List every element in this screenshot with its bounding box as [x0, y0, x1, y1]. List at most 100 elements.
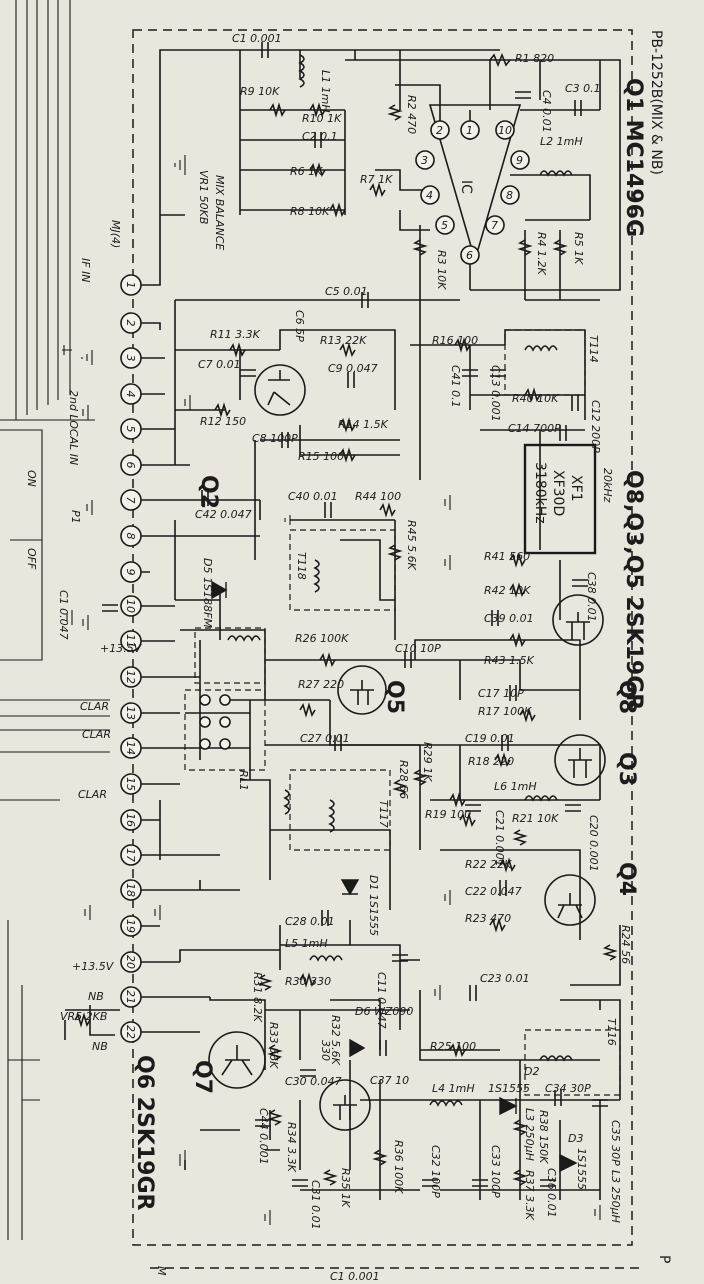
- svg-text:1: 1: [124, 282, 137, 289]
- c23-label: C23 0.01: [480, 972, 530, 985]
- xf1-label-b: XF30D: [550, 470, 566, 516]
- ic-pin-label: 8: [506, 189, 513, 202]
- q6-symbol: [319, 1079, 371, 1131]
- svg-text:7: 7: [124, 497, 137, 504]
- r37-label: R37 3.3K: [523, 1170, 536, 1221]
- svg-text:17: 17: [124, 848, 137, 862]
- c13-label: C13 0.001: [489, 365, 502, 422]
- wiring: [64, 49, 621, 1200]
- svg-text:18: 18: [124, 883, 137, 897]
- c40-label: C40 0.01: [288, 490, 338, 503]
- connector-pin: 22: [120, 1021, 142, 1043]
- diodes: [211, 580, 578, 1173]
- ic-mc1496: [415, 104, 530, 265]
- c36-label: C36 0.01: [545, 1168, 558, 1218]
- r10-label: R10 1K: [302, 112, 342, 125]
- l5-label: L5 1mH: [285, 937, 328, 950]
- svg-text:20: 20: [124, 955, 137, 969]
- footer-left: M: [155, 1266, 168, 1276]
- svg-text:22: 22: [124, 1025, 137, 1039]
- vr1-label-a: VR1 50KB: [197, 170, 210, 224]
- l4-label: L4 1mH: [432, 1082, 475, 1095]
- r13-label: R13 22K: [320, 334, 367, 347]
- r15-label: R15 100: [298, 450, 344, 463]
- c22-label: C22 0.047: [465, 885, 522, 898]
- d6-label: D6 WZ090: [355, 1005, 413, 1018]
- ic-name: IC: [458, 180, 474, 194]
- q1-title: Q1 MC1496G: [621, 78, 646, 237]
- d1-label: D1 1S1555: [367, 875, 380, 936]
- c38-label: C38 0.01: [585, 572, 598, 622]
- r21-label: R21 10K: [512, 812, 559, 825]
- q3-symbol: [554, 734, 606, 786]
- l1-label: L1 1mH: [319, 70, 332, 113]
- q2-label: Q2: [196, 475, 221, 509]
- r16-label: R16 100: [432, 334, 478, 347]
- connector-pin: 4: [120, 383, 142, 405]
- second-local-in-label: 2nd LOCAL IN: [67, 390, 80, 465]
- nb-label-top: NB: [88, 990, 104, 1003]
- vr5-label: VR5 2KB: [60, 1010, 107, 1023]
- r18-label: R18 220: [468, 755, 514, 768]
- connector-pin: 12: [120, 666, 142, 688]
- r8-label: R8 10K: [290, 205, 330, 218]
- connector-pin: 20: [120, 951, 142, 973]
- r19-label: R19 100: [425, 808, 471, 821]
- connector-pin: 18: [120, 879, 142, 901]
- ground-symbols: [62, 155, 601, 1225]
- c35-label: C35 30P: [609, 1120, 622, 1166]
- ic-pin-label: 5: [441, 219, 448, 232]
- c27-label: C27 0.01: [300, 732, 350, 745]
- xf1-label-d: 20kHz: [601, 468, 614, 503]
- q8-q3-q5-title: Q8,Q3,Q5 2SK19GR: [621, 470, 646, 710]
- q8-label: Q8: [614, 680, 639, 714]
- r3-label: R3 10K: [435, 250, 448, 290]
- ic-pin-label: 7: [491, 219, 498, 232]
- svg-text:13: 13: [124, 706, 137, 720]
- r34-label: R34 3.3K: [285, 1122, 298, 1173]
- p1-label: P1: [69, 510, 82, 524]
- q7-symbol: [208, 1031, 266, 1089]
- c33-label: C33 100P: [489, 1145, 502, 1198]
- c28-label: C28 0.01: [285, 915, 335, 928]
- svg-text:21: 21: [124, 990, 137, 1004]
- t116-label: T116: [605, 1018, 618, 1046]
- clar-label-a: CLAR: [80, 700, 109, 713]
- r27-label: R27 220: [298, 678, 344, 691]
- t117-label: T117: [377, 800, 390, 828]
- c10-label: C10 10P: [395, 642, 441, 655]
- c19-label: C19 0.01: [465, 732, 515, 745]
- c12-label: C12 200P: [589, 400, 602, 453]
- connector-pin: 1: [120, 274, 142, 296]
- r44-label: R44 100: [355, 490, 401, 503]
- connector-pin: 15: [120, 773, 142, 795]
- connector-pin: 7: [120, 489, 142, 511]
- connector-pin: 14: [120, 737, 142, 759]
- ic-pin-label: 3: [421, 154, 428, 167]
- connector-pin: 10: [120, 595, 142, 617]
- svg-text:15: 15: [124, 777, 137, 791]
- r26-label: R26 100K: [295, 632, 349, 645]
- on-label: ON: [25, 470, 38, 487]
- c5-label: C5 0.01: [325, 285, 368, 298]
- connector-pin: 8: [120, 525, 142, 547]
- footer-value: C1 0.001: [330, 1270, 380, 1280]
- r22-label: R22 22K: [465, 858, 512, 871]
- connector-pin: 17: [120, 844, 142, 866]
- r1-label: R1 820: [515, 52, 554, 65]
- connector-pin: 2: [120, 312, 142, 334]
- q6-title: Q6 2SK19GR: [132, 1055, 157, 1211]
- c21-label: C21 0.001: [493, 810, 506, 867]
- r31-label: R31 8.2K: [251, 972, 264, 1023]
- r36-label: R36 100K: [392, 1140, 405, 1194]
- q2-symbol: [254, 364, 306, 416]
- d2b-label: 1S1555: [488, 1082, 530, 1095]
- supply-label-b: +13.5V: [72, 960, 115, 973]
- ic-pin-label: 4: [426, 189, 433, 202]
- r35-label: R35 1K: [339, 1168, 352, 1208]
- r38-label: R38 150K: [537, 1110, 550, 1164]
- ic-pin-label: 10: [498, 124, 512, 137]
- svg-text:16: 16: [124, 813, 137, 827]
- svg-text:19: 19: [124, 919, 137, 933]
- connector-pin: 11: [120, 630, 142, 652]
